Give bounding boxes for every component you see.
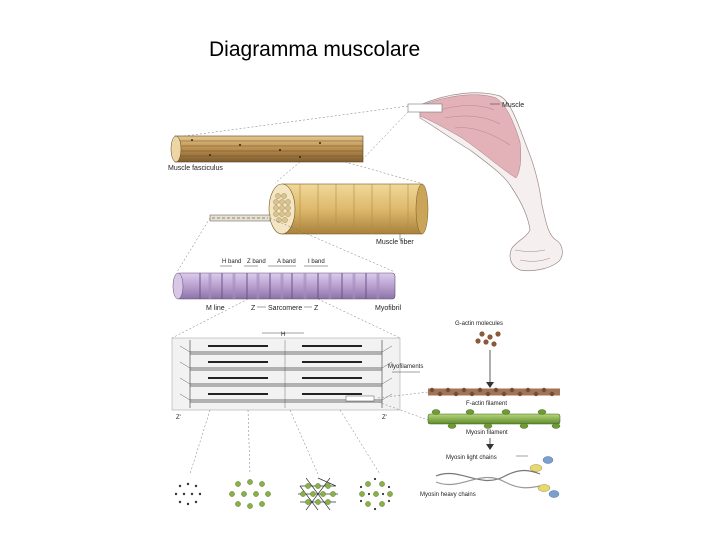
g-actin-molecules xyxy=(475,331,501,347)
z-left-label: Z xyxy=(251,305,256,312)
f-actin-label: F-actin filament xyxy=(466,401,507,407)
z-bottom-left-label: Z' xyxy=(176,415,181,421)
h-marker-label: H xyxy=(281,332,285,338)
myosin-filament-label: Myosin filament xyxy=(466,430,508,436)
myofibril-label: Myofibril xyxy=(375,305,402,312)
muscle-cut-marker xyxy=(407,103,443,113)
muscle-fasciculus-label: Muscle fasciculus xyxy=(168,165,223,172)
myofibril xyxy=(172,272,396,300)
myofilaments-label: Myofilaments xyxy=(388,364,423,370)
g-actin-label: G-actin molecules xyxy=(455,321,503,327)
myosin-filament xyxy=(427,409,561,429)
muscle-fasciculus xyxy=(170,135,364,163)
page-title: Diagramma muscolare xyxy=(209,38,421,61)
z-bottom-right-label: Z' xyxy=(382,415,387,421)
myosin-light-chains-label: Myosin light chains xyxy=(446,455,497,461)
a-band-label: A band xyxy=(277,259,296,265)
m-line-label: M line xyxy=(206,305,225,312)
cross-section-thick xyxy=(229,479,271,509)
cross-section-mixed xyxy=(359,477,393,511)
myosin-molecule xyxy=(435,456,560,498)
cross-section-overlap xyxy=(298,477,338,511)
sarcomere-label: Sarcomere xyxy=(268,305,302,312)
muscle-fiber-label: Muscle fiber xyxy=(376,239,414,246)
z-right-label: Z xyxy=(314,305,319,312)
arm-illustration xyxy=(407,92,563,272)
h-band-label: H band xyxy=(222,259,241,265)
f-actin-filament xyxy=(428,387,560,397)
myosin-heavy-chains-label: Myosin heavy chains xyxy=(420,492,476,498)
z-band-label: Z band xyxy=(247,259,266,265)
i-band-label: I band xyxy=(308,259,325,265)
cross-section-thin xyxy=(174,482,202,506)
myofilaments-panel xyxy=(171,337,401,411)
muscle-label: Muscle xyxy=(502,102,524,109)
muscle-fiber xyxy=(209,183,429,235)
